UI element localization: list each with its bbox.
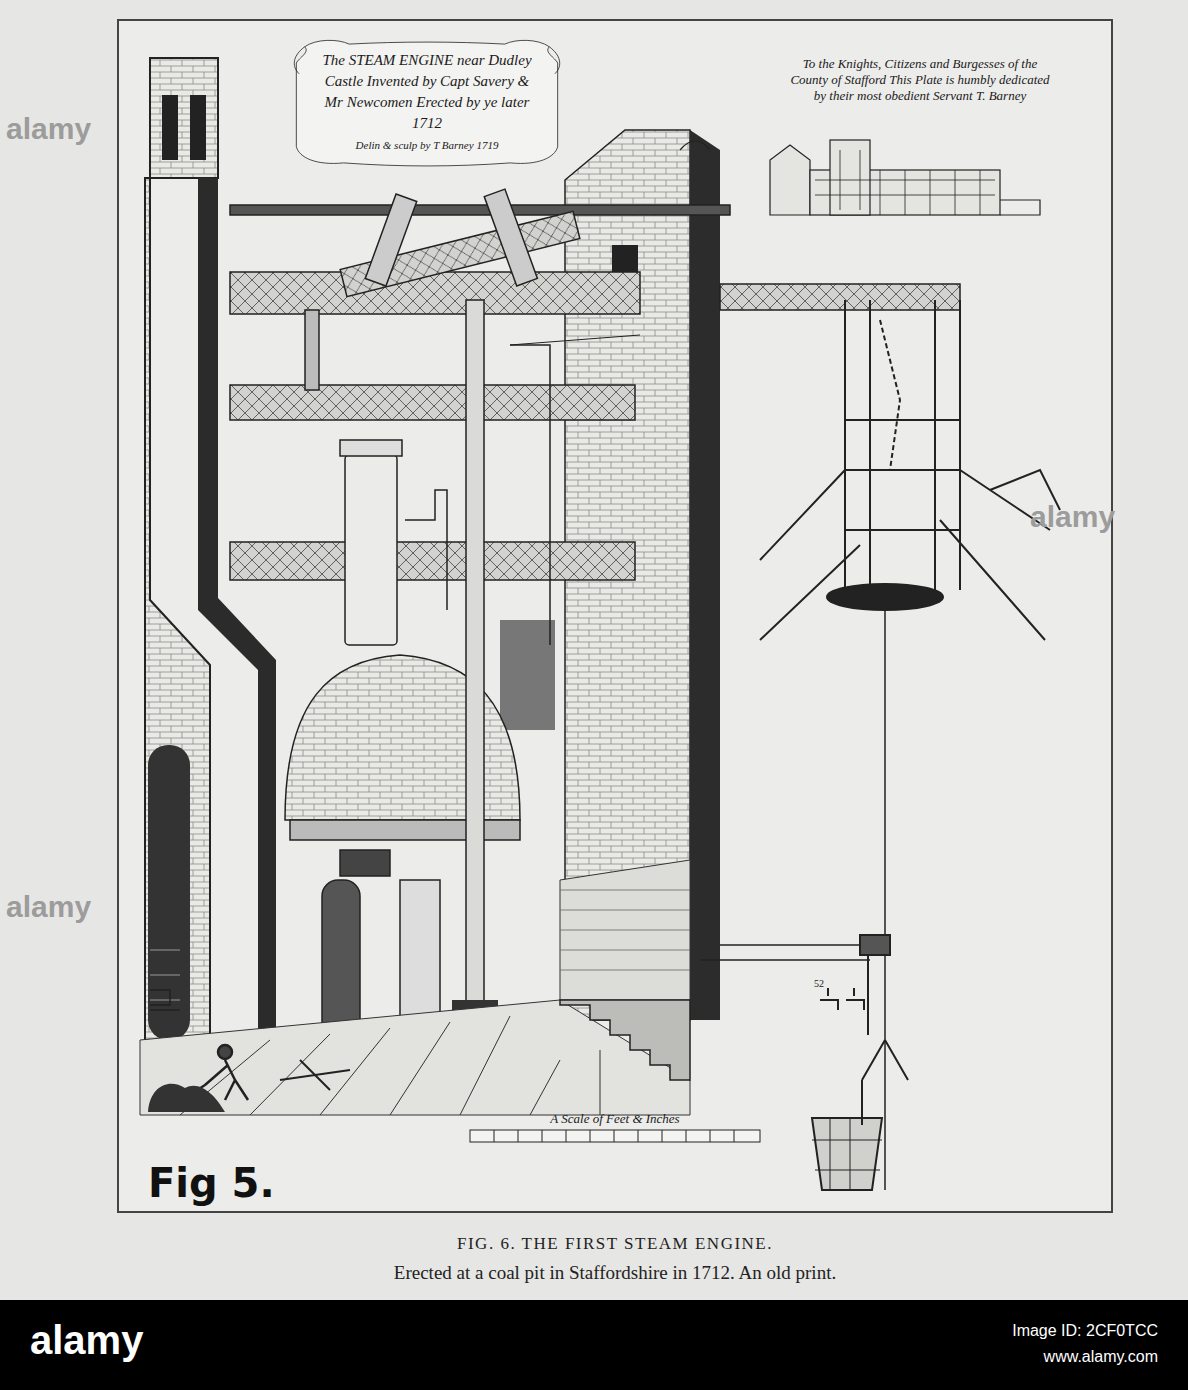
figure-handwritten-number: Fig 5. [148,1160,275,1206]
scale-bar [470,1130,760,1142]
image-id: Image ID: 2CF0TCC [1012,1322,1158,1340]
engraver-credit: Delin & sculp by T Barney 1719 [318,138,536,153]
upper-deck [560,860,690,1000]
watermark: alamy [6,112,91,146]
dedication-text: To the Knights, Citizens and Burgesses o… [785,56,1055,104]
water-taps [820,988,864,1010]
worker [185,1045,350,1100]
watermark: alamy [1030,500,1115,534]
print-frame [118,20,1112,1212]
title-cartouche: The STEAM ENGINE near Dudley Castle Inve… [288,36,566,171]
watermark-banner [0,1300,1188,1390]
figure-title: FIG. 6. THE FIRST STEAM ENGINE. [118,1234,1112,1254]
pump-rod [466,300,484,1040]
staircase [150,990,690,1080]
watermark: alamy [6,890,91,924]
dudley-castle [680,140,1040,215]
pit-headframe [700,300,1060,1190]
watermark-url: www.alamy.com [1044,1348,1158,1366]
watermark-logo: alamy [30,1318,143,1363]
callout-number: 52 [814,978,824,989]
figure-caption: Erected at a coal pit in Staffordshire i… [118,1262,1112,1284]
cartouche-title: The STEAM ENGINE near Dudley Castle Inve… [318,50,536,134]
scale-label: A Scale of Feet & Inches [470,1111,760,1127]
coal-heap [148,1084,225,1112]
floor [140,1000,690,1115]
timber-beams [230,189,960,580]
